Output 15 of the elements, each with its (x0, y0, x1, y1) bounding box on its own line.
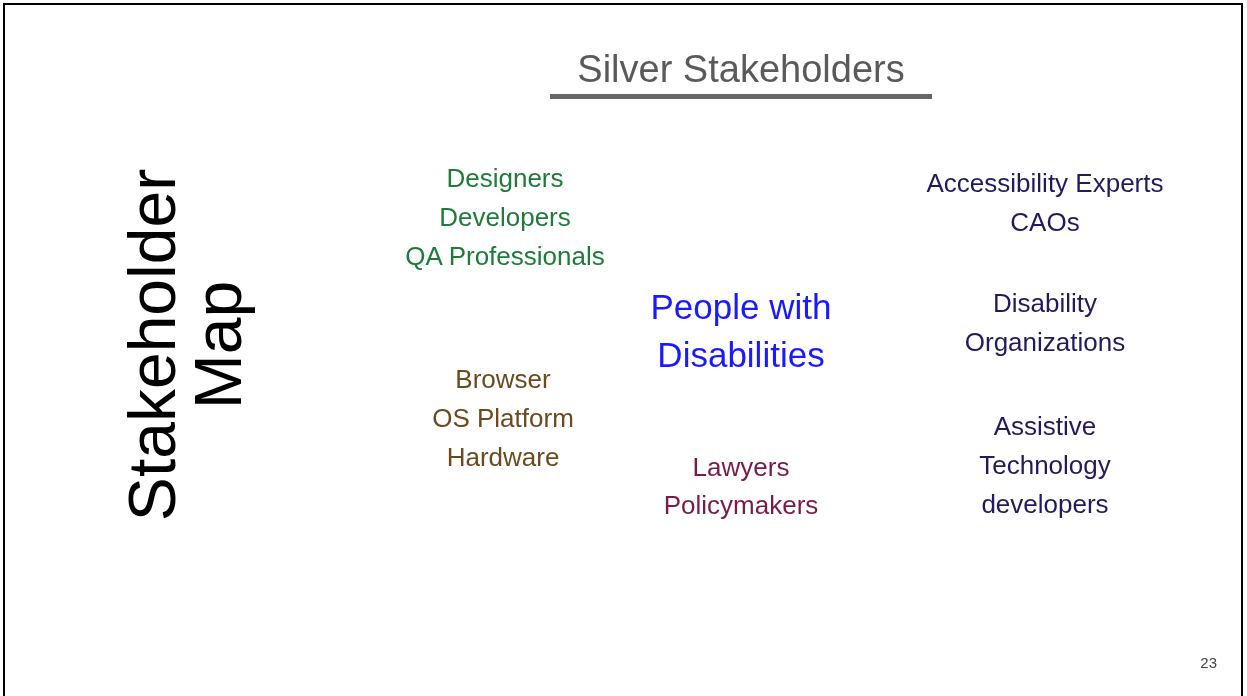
title: Silver Stakeholders (550, 44, 932, 99)
stakeholder-label: OS Platform (432, 401, 574, 435)
stakeholder-label: Browser (455, 362, 551, 396)
stakeholder-label: Lawyers (692, 450, 790, 484)
central-stakeholder-label: People with Disabilities (649, 286, 833, 376)
stakeholder-label: Accessibility Experts (926, 166, 1164, 200)
stakeholder-label: Disability Organizations (963, 287, 1127, 359)
stakeholder-label: Policymakers (663, 488, 819, 522)
stakeholder-label: QA Professionals (405, 239, 605, 273)
page-number: 23 (1200, 653, 1217, 673)
stakeholder-label: Assistive Technology developers (978, 409, 1112, 521)
stakeholder-label: CAOs (1010, 205, 1080, 239)
stakeholder-label: Developers (439, 200, 571, 234)
stakeholder-label: Hardware (446, 440, 560, 474)
stakeholder-label: Designers (446, 161, 564, 195)
